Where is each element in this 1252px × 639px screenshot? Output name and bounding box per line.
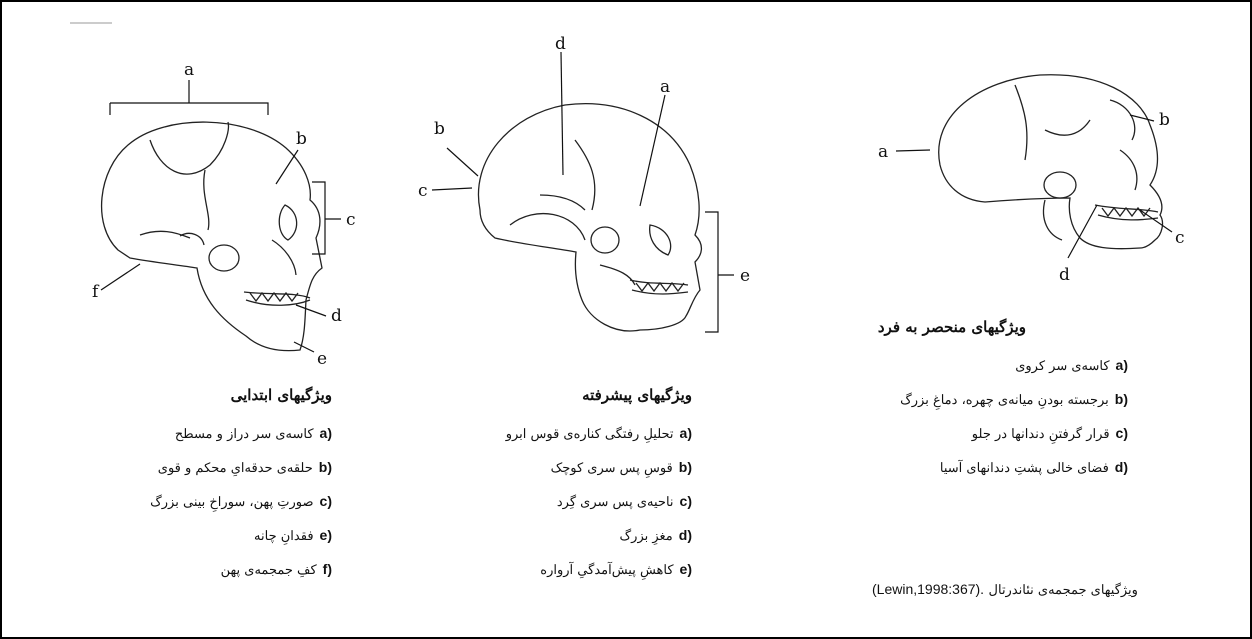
skull1-label-a: a (184, 60, 194, 80)
skull2-label-b: b (434, 119, 445, 139)
list-item: b) قوسِ پس سری کوچک (506, 459, 692, 493)
list-item: d) فضای خالی پشتِ دندانهای آسیا (900, 459, 1128, 493)
list-item: e) کاهشِ پیش‌آمدگیِ آرواره (506, 561, 692, 595)
item-text: فضای خالی پشتِ دندانهای آسیا (939, 461, 1109, 476)
item-text: حلقه‌ی حدقه‌ایِ محکم و قوی (157, 461, 313, 476)
item-key: c) (679, 493, 692, 509)
item-key: c) (1115, 425, 1128, 441)
item-key: d) (1114, 459, 1128, 475)
list-advanced: a) تحلیلِ رفتگی کناره‌ی قوس ابرو b) قوسِ پ… (506, 425, 692, 595)
list-item: c) قرار گرفتنِ دندانها در جلو (900, 425, 1128, 459)
item-text: ناحیه‌ی پس سری گِرد (556, 495, 674, 510)
figure-caption: (Lewin,1998:367). ویژگیهای جمجمه‌ی نئاند… (872, 581, 1138, 598)
item-text: کاسه‌ی سر کروی (1015, 359, 1110, 374)
skull2-label-c: c (418, 181, 428, 201)
item-text: کاهشِ پیش‌آمدگیِ آرواره (540, 563, 674, 578)
list-item: b) برجسته بودنِ میانه‌ی چهره، دماغِ بزرگ (900, 391, 1128, 425)
skull-unique (938, 74, 1164, 250)
list-item: e) فقدانِ چانه (150, 527, 332, 561)
item-text: فقدانِ چانه (254, 529, 314, 544)
item-text: کاسه‌ی سر دراز و مسطح (174, 427, 314, 442)
item-text: قوسِ پس سری کوچک (550, 461, 673, 476)
skull-primitive (100, 121, 323, 352)
skull1-label-e: e (317, 349, 327, 369)
item-key: e) (319, 527, 332, 543)
item-key: c) (319, 493, 332, 509)
skull3-label-d: d (1059, 265, 1070, 285)
item-text: مغزِ بزرگ (619, 529, 673, 544)
heading-advanced: ویژگیهای پیشرفته (582, 386, 692, 404)
caption-citation: (Lewin,1998:367). (872, 581, 985, 597)
skull1-label-f: f (92, 282, 100, 302)
list-item: c) ناحیه‌ی پس سری گِرد (506, 493, 692, 527)
list-item: b) حلقه‌ی حدقه‌ایِ محکم و قوی (150, 459, 332, 493)
list-item: a) تحلیلِ رفتگی کناره‌ی قوس ابرو (506, 425, 692, 459)
item-key: a) (1115, 357, 1128, 373)
caption-text: ویژگیهای جمجمه‌ی نئاندرتال (988, 583, 1138, 598)
item-text: برجسته بودنِ میانه‌ی چهره، دماغِ بزرگ (900, 393, 1109, 408)
item-text: تحلیلِ رفتگی کناره‌ی قوس ابرو (505, 427, 674, 442)
skull2-label-a: a (660, 77, 670, 97)
skull3-label-a: a (878, 142, 888, 162)
item-key: f) (322, 561, 332, 577)
list-primitive: a) کاسه‌ی سر دراز و مسطح b) حلقه‌ی حدقه‌ای… (150, 425, 332, 595)
list-item: a) کاسه‌ی سر کروی (900, 357, 1128, 391)
list-item: f) کفِ جمجمه‌ی پهن (150, 561, 332, 595)
heading-unique: ویژگیهای منحصر به فرد (877, 318, 1026, 336)
skull3-label-c: c (1175, 228, 1185, 248)
skull2-label-d: d (555, 34, 566, 54)
list-item: d) مغزِ بزرگ (506, 527, 692, 561)
item-text: صورتِ پهن، سوراخِ بینی بزرگ (150, 495, 314, 510)
item-text: قرار گرفتنِ دندانها در جلو (971, 427, 1110, 442)
heading-primitive: ویژگیهای ابتدایی (230, 386, 332, 404)
skull1-label-c: c (346, 210, 356, 230)
skull-advanced (477, 103, 703, 332)
skull3-label-b: b (1159, 110, 1170, 130)
skull2-label-e: e (740, 266, 750, 286)
item-key: b) (1114, 391, 1128, 407)
list-item: a) کاسه‌ی سر دراز و مسطح (150, 425, 332, 459)
item-key: a) (319, 425, 332, 441)
skull1-label-b: b (296, 129, 307, 149)
item-key: a) (679, 425, 692, 441)
item-key: b) (318, 459, 332, 475)
skull1-label-d: d (331, 306, 342, 326)
list-item: c) صورتِ پهن، سوراخِ بینی بزرگ (150, 493, 332, 527)
item-key: e) (679, 561, 692, 577)
item-text: کفِ جمجمه‌ی پهن (220, 563, 317, 578)
item-key: b) (678, 459, 692, 475)
list-unique: a) کاسه‌ی سر کروی b) برجسته بودنِ میانه‌ی … (900, 357, 1128, 493)
item-key: d) (678, 527, 692, 543)
